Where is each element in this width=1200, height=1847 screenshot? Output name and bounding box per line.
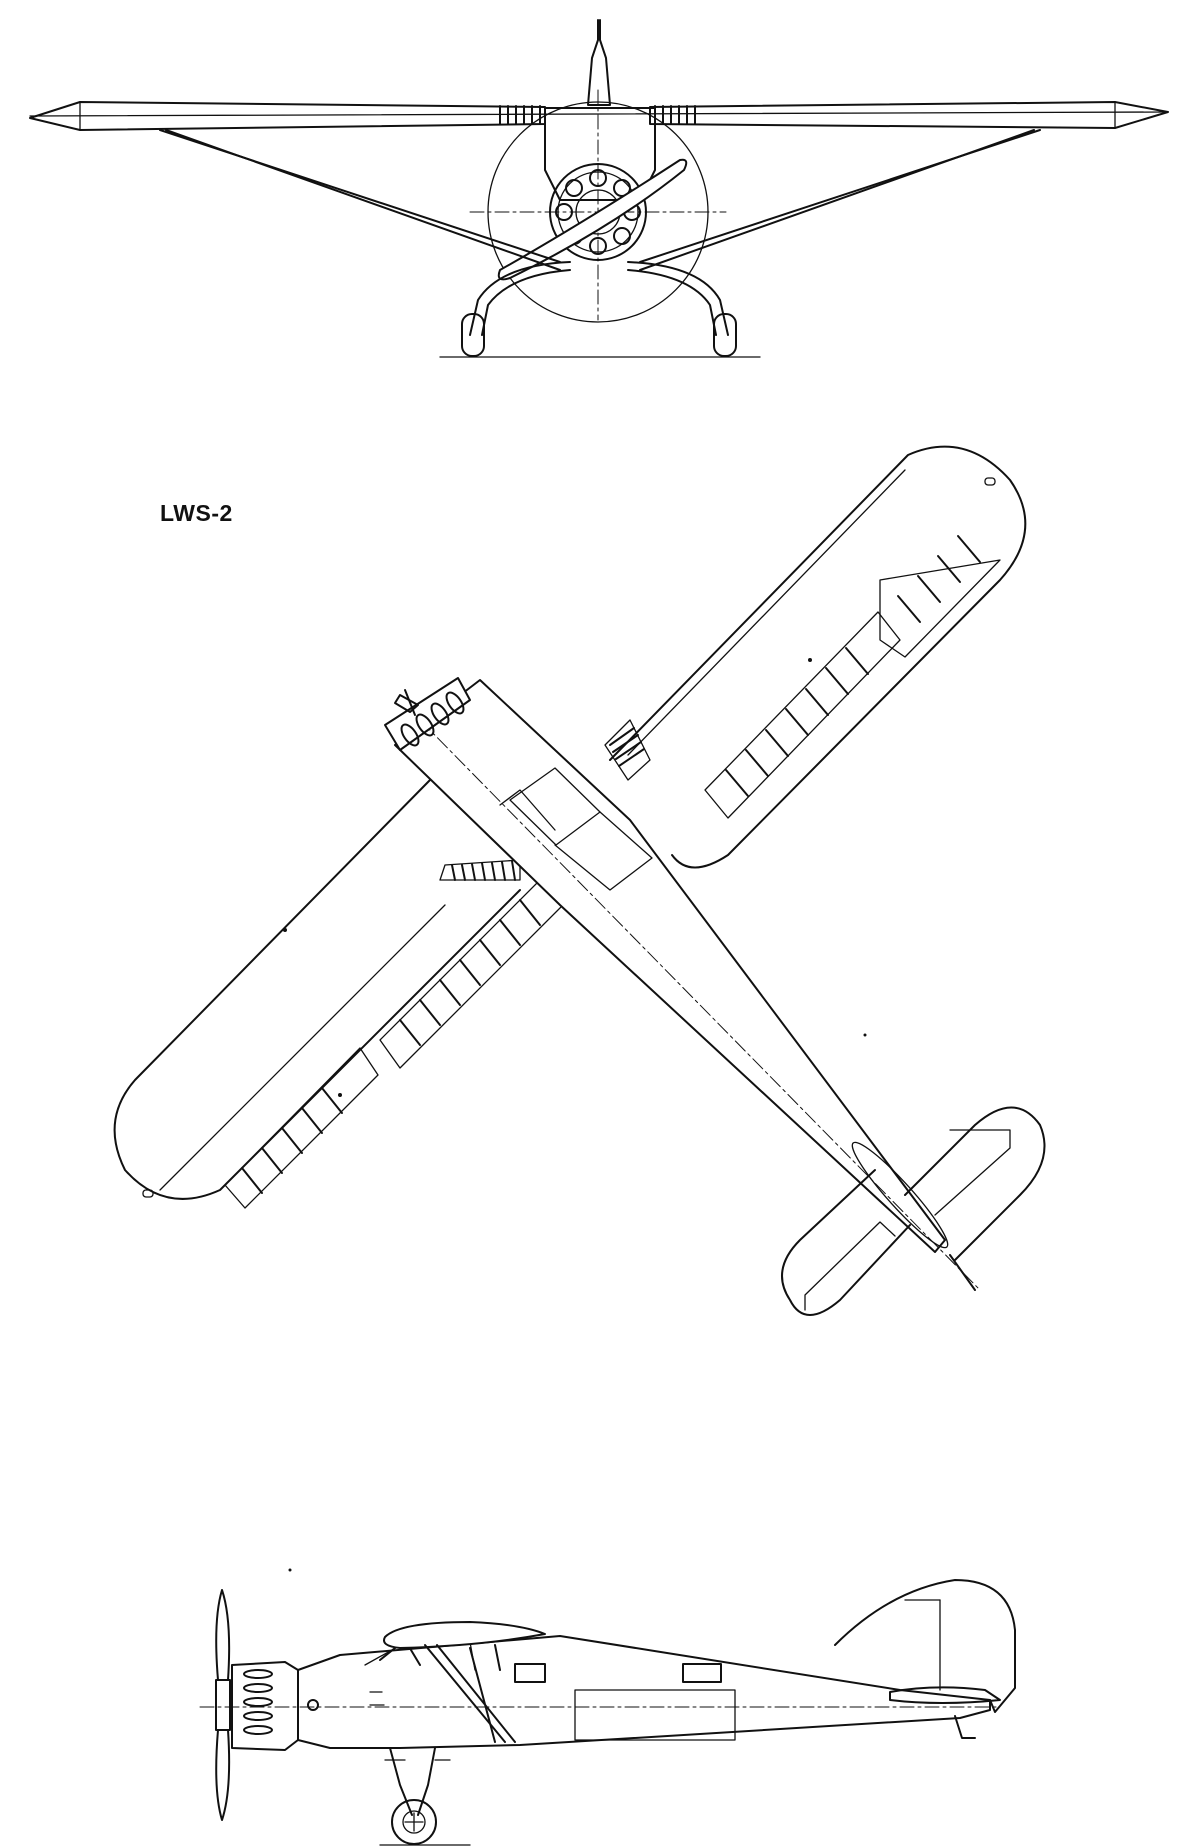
- front-wheel-right: [713, 313, 737, 357]
- side-view: [199, 1579, 1016, 1846]
- top-tailplane-right: [904, 1106, 1046, 1261]
- front-view: [29, 19, 1169, 358]
- front-wheel-left: [461, 313, 485, 357]
- top-wing-left: [113, 779, 521, 1200]
- top-tailplane-left: [781, 1169, 911, 1316]
- front-gear-right: [627, 261, 729, 336]
- side-window-2: [682, 1663, 722, 1683]
- top-wing-right: [609, 445, 1027, 869]
- side-cargo-door: [574, 1689, 736, 1741]
- top-propeller-hub: [394, 694, 419, 713]
- side-wing: [383, 1621, 546, 1649]
- side-wing-strut: [424, 1644, 506, 1743]
- top-flap-left: [379, 869, 571, 1069]
- side-window-1: [514, 1663, 546, 1683]
- front-wing-right: [649, 101, 1169, 129]
- front-propeller: [497, 158, 688, 281]
- side-fuselage: [297, 1635, 991, 1749]
- top-view: [113, 445, 1046, 1316]
- aircraft-designation-label: LWS-2: [160, 500, 233, 526]
- side-fin-rudder: [834, 1579, 1016, 1713]
- scan-specks: [283, 658, 867, 1572]
- side-propeller: [215, 1589, 231, 1681]
- front-engine: [549, 163, 647, 261]
- front-fin: [587, 19, 611, 106]
- side-tailplane: [889, 1686, 1001, 1704]
- side-tail-skid: [954, 1715, 976, 1739]
- top-flap-right: [704, 611, 901, 819]
- top-aileron-left: [224, 1047, 379, 1209]
- front-gear-left: [469, 261, 571, 336]
- side-main-wheel: [391, 1799, 437, 1845]
- top-aileron-right: [879, 559, 1001, 658]
- top-rudder: [851, 1141, 949, 1249]
- top-fuselage: [394, 679, 946, 1253]
- top-engine: [384, 677, 471, 751]
